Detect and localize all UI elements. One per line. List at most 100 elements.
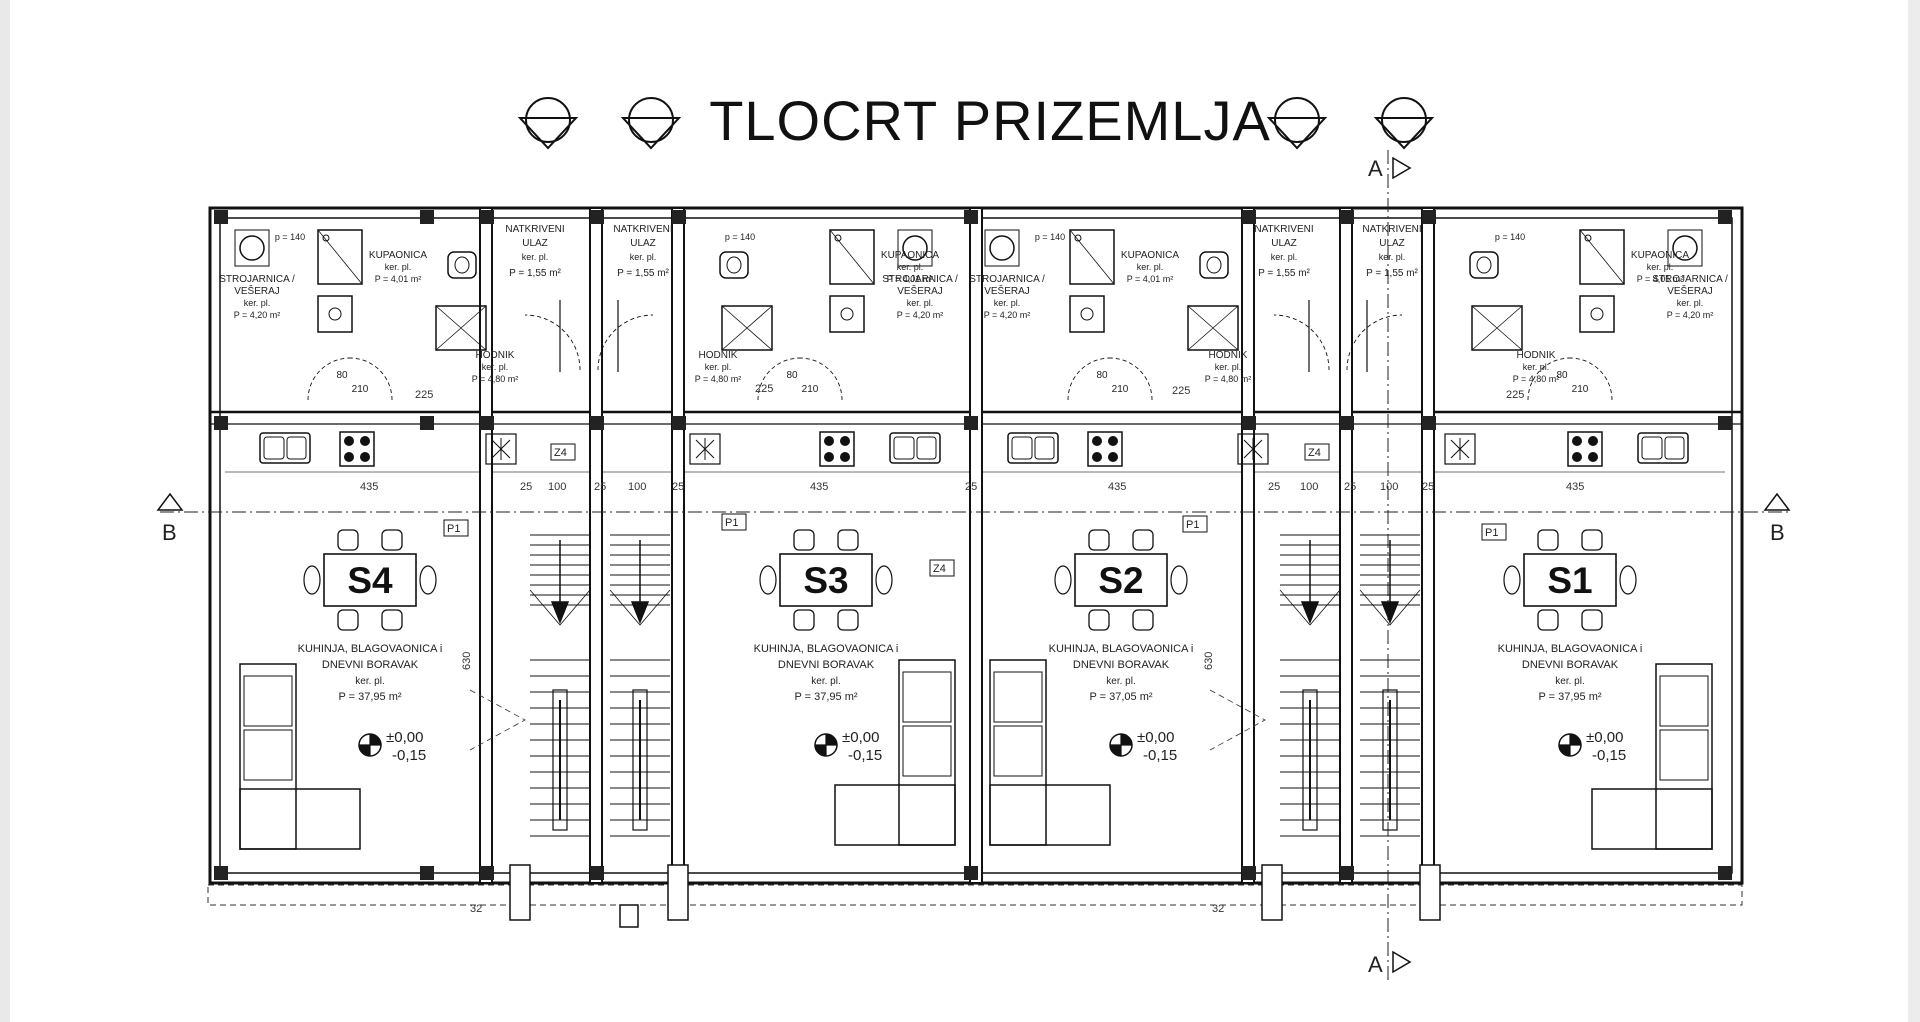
stove-burner [360, 452, 370, 462]
column-post-mid [1242, 416, 1256, 430]
porch-area: P = 1,55 m² [1366, 268, 1418, 279]
utility-name-2: VEŠERAJ [984, 284, 1030, 297]
porch-floor: ker. pl. [522, 252, 549, 262]
dining-chair [381, 529, 403, 551]
stair-landing [609, 589, 671, 626]
section-a-top-label: A [1368, 156, 1383, 181]
porch-area: P = 1,55 m² [509, 268, 561, 279]
svg-text:P1: P1 [1485, 527, 1498, 539]
utility-area: P = 4,20 m² [1667, 310, 1714, 320]
bathroom-area: P = 4,01 m² [1637, 274, 1684, 284]
dim-door-2: 210 [1112, 384, 1129, 395]
shower-drain [1074, 234, 1082, 242]
column-post-mid [420, 416, 434, 430]
porch-name-1: NATKRIVENI [505, 224, 564, 235]
shower-diag [1069, 229, 1115, 285]
sink-icon [259, 432, 311, 464]
bathroom-name: KUPAONICA [1631, 250, 1689, 261]
washbasin-bowl [1080, 307, 1094, 321]
room-floor: ker. pl. [1106, 676, 1135, 687]
hall-name: HODNIK [476, 350, 515, 361]
level-marker-fill [815, 734, 837, 756]
dining-chair [1537, 529, 1559, 551]
stove-burner [360, 436, 370, 446]
porch-floor: ker. pl. [630, 252, 657, 262]
shaft-cross [435, 305, 487, 351]
svg-text:Z4: Z4 [554, 447, 567, 459]
door-swing [349, 357, 393, 401]
porch-name-2: ULAZ [1379, 238, 1405, 249]
shower-drain [834, 234, 842, 242]
dim-side-1: 32 [470, 903, 482, 915]
utility-name-2: VEŠERAJ [234, 284, 280, 297]
porch-door-swing [524, 314, 581, 371]
stove-icon [819, 431, 855, 467]
boiler-icon [239, 235, 265, 261]
stove-burner [1108, 436, 1118, 446]
dim-door: 80 [1556, 370, 1568, 381]
washbasin-bowl [840, 307, 854, 321]
washbasin-icon [1069, 295, 1105, 333]
stair-landing [1279, 589, 1341, 626]
dim-stair-3: 100 [1300, 481, 1318, 493]
shaft-icon [1187, 305, 1239, 351]
column-post-mid [480, 416, 494, 430]
dining-chair-end [419, 565, 437, 595]
column-post-bottom [1340, 866, 1354, 880]
hall-name: HODNIK [1209, 350, 1248, 361]
dim-kitchen-s4: 435 [360, 481, 378, 493]
door-swing [757, 357, 801, 401]
bathroom-name: KUPAONICA [881, 250, 939, 261]
boiler-frame [897, 229, 933, 267]
sofa-cushion [243, 675, 293, 727]
stove-burner [1572, 452, 1582, 462]
bathroom-area: P = 4,01 m² [1127, 274, 1174, 284]
dining-chair [793, 529, 815, 551]
room-name-living: DNEVNI BORAVAK [778, 659, 875, 671]
dining-chair [1581, 529, 1603, 551]
room-name-kitchen: KUHINJA, BLAGOVAONICA i [298, 643, 443, 655]
sofa-back [898, 659, 956, 846]
vent-box [1444, 433, 1476, 465]
column-post-top [964, 210, 978, 224]
shower-icon [1069, 229, 1115, 285]
dining-table [323, 553, 417, 607]
dining-chair-end [759, 565, 777, 595]
dim-side-2: 32 [1212, 903, 1224, 915]
elevation-marker-1 [517, 97, 579, 150]
toilet-bowl [454, 256, 470, 274]
dining-chair [793, 609, 815, 631]
room-name-living: DNEVNI BORAVAK [1522, 659, 1619, 671]
dim-kitchen-s2: 435 [1108, 481, 1126, 493]
porch-name-2: ULAZ [630, 238, 656, 249]
sink-basin [1641, 436, 1663, 460]
dining-table [779, 553, 873, 607]
unit-label: S2 [1098, 560, 1143, 601]
column-post-top [1242, 210, 1256, 224]
column-post-bottom [590, 866, 604, 880]
boiler-icon [989, 235, 1015, 261]
sofa-2 [989, 659, 1111, 846]
dim-joint-2: 25 [594, 481, 606, 493]
room-area: P = 37,05 m² [1089, 691, 1152, 703]
room-area: P = 37,95 m² [1538, 691, 1601, 703]
dining-chair-end [1503, 565, 1521, 595]
sink-basin [286, 436, 307, 460]
utility-floor: ker. pl. [244, 298, 271, 308]
sink-basin [893, 436, 915, 460]
column-post-top [1718, 210, 1732, 224]
dim-hall-s2: 225 [1172, 385, 1190, 397]
porch-name-1: NATKRIVENI [1254, 224, 1313, 235]
sink-icon [889, 432, 941, 464]
sink-basin [1011, 436, 1033, 460]
shaft-icon [721, 305, 773, 351]
dim-door-2: 210 [802, 384, 819, 395]
dim-door-2: 210 [352, 384, 369, 395]
shower-icon [829, 229, 875, 285]
dining-chair [1088, 609, 1110, 631]
hall-name: HODNIK [1517, 350, 1556, 361]
toilet-icon [447, 251, 477, 279]
